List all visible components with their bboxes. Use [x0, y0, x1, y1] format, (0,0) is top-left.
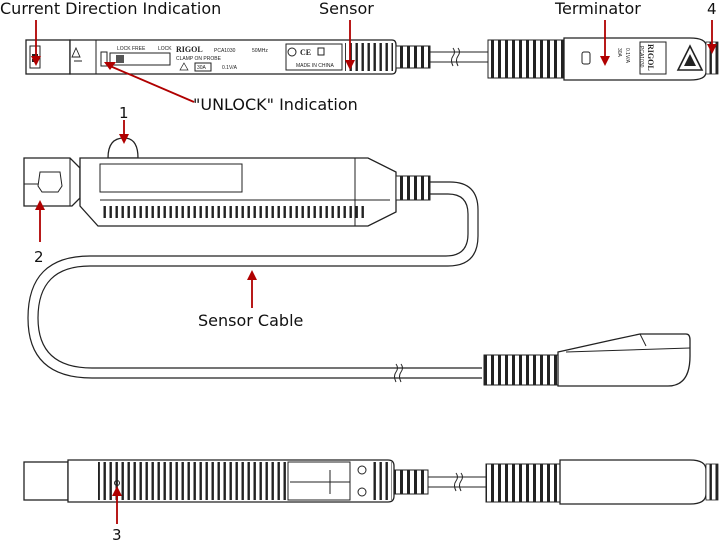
bottom-jaw	[23, 461, 69, 501]
bottom-cable	[428, 472, 488, 492]
middle-terminator	[483, 333, 691, 387]
terminator-ratio-text: 0.1V/A	[624, 48, 630, 64]
label-number-3: 3	[112, 526, 122, 543]
top-terminator: RIGOL PCA1030 0.1V/A 30A	[487, 37, 719, 81]
label-terminator: Terminator	[554, 0, 641, 18]
terminator-model-text: PCA1030	[638, 46, 644, 68]
terminator-rating-text: 30A	[616, 48, 622, 58]
terminator-brand-text: RIGOL	[646, 44, 655, 71]
ce-text: CE	[300, 48, 311, 57]
label-current-direction: Current Direction Indication	[0, 0, 221, 18]
ratio-text: 0.1V/A	[222, 65, 238, 71]
recycle-icon	[287, 47, 297, 57]
bottom-strain-relief	[393, 469, 429, 495]
warning-icon	[179, 62, 189, 71]
bottom-view-probe	[23, 459, 719, 505]
top-sensor-body: LOCK FREE LOCK RIGOL PCA1030 50MHz CLAMP…	[69, 39, 397, 75]
label-sensor: Sensor	[319, 0, 374, 18]
sensor-cable-loop	[27, 181, 482, 383]
label-sensor-cable: Sensor Cable	[198, 311, 303, 330]
middle-strain-relief	[395, 175, 431, 201]
top-view-probe: LOCK FREE LOCK RIGOL PCA1030 50MHz CLAMP…	[25, 37, 719, 81]
label-number-1: 1	[119, 104, 129, 122]
lock-free-text: LOCK FREE	[117, 46, 146, 52]
origin-text: MADE IN CHINA	[296, 63, 334, 69]
brand-text: RIGOL	[176, 45, 203, 54]
screw-icon	[357, 465, 367, 475]
bin-icon	[317, 47, 325, 56]
middle-view-probe	[23, 137, 691, 387]
model-text: PCA1030	[214, 48, 236, 54]
bottom-sensor-body	[67, 459, 395, 503]
bandwidth-text: 50MHz	[252, 48, 268, 54]
screw-icon	[357, 487, 367, 497]
middle-sensor-body	[79, 157, 397, 227]
label-number-4: 4	[707, 0, 717, 18]
label-number-2: 2	[34, 248, 44, 266]
bottom-terminator	[485, 459, 719, 505]
top-cable	[430, 47, 490, 67]
top-strain-relief	[395, 45, 431, 69]
middle-jaw	[23, 157, 81, 207]
hole-icon	[114, 480, 120, 486]
callout-arrows	[31, 20, 717, 524]
rating-text: 30A	[197, 65, 207, 71]
clamp-text: CLAMP ON PROBE	[176, 56, 222, 62]
lock-text: LOCK	[158, 46, 172, 52]
label-unlock: "UNLOCK" Indication	[193, 95, 358, 114]
